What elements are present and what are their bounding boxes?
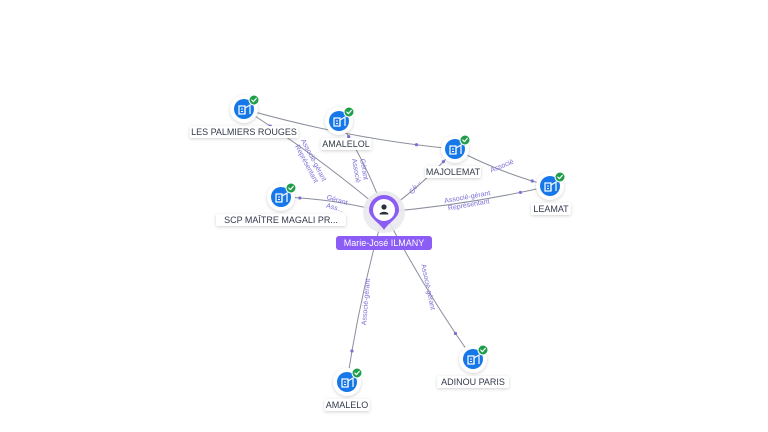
company-label-bg	[189, 126, 299, 138]
edge-label: Associé	[490, 159, 515, 175]
building-icon	[333, 115, 346, 127]
building-icon	[275, 191, 288, 203]
company-label-majolemat[interactable]: MAJOLEMAT	[425, 166, 481, 178]
edge-arrow-marker	[414, 143, 419, 147]
nodes-layer: LES PALMIERS ROUGES AMALELOL MAJOLEMAT LEAM…	[189, 94, 571, 411]
edge-label-group: Associé-gérant	[361, 278, 372, 325]
building-icon	[238, 103, 251, 115]
verified-check-icon	[343, 106, 355, 118]
verified-check-icon	[554, 171, 566, 183]
company-label-bg	[437, 376, 509, 388]
company-name: LES PALMIERS ROUGES	[191, 127, 297, 137]
company-name: MAJOLEMAT	[426, 167, 481, 177]
company-label-bg	[425, 166, 481, 178]
edge-label: Associé-gérant	[419, 264, 436, 311]
edge-arrow-marker	[518, 190, 522, 195]
verified-check-icon	[459, 134, 471, 146]
edge-label: Associé	[350, 158, 361, 183]
verified-check-icon	[351, 367, 363, 379]
edge-arrow-marker	[530, 179, 534, 183]
company-node-scp[interactable]	[267, 182, 297, 211]
company-node-leamat[interactable]	[536, 171, 566, 200]
person-node-center[interactable]	[363, 191, 405, 233]
edge-label-group: GérantAss...	[325, 194, 348, 215]
edge-label-group: Associé	[490, 159, 515, 175]
company-node-majolemat[interactable]	[441, 134, 471, 163]
verified-check-icon	[477, 344, 489, 356]
edge-label: Gé...	[409, 179, 423, 196]
building-icon	[467, 353, 480, 365]
edge-label-group: Gé...	[409, 179, 423, 196]
company-label-scp[interactable]: SCP MAÎTRE MAGALI PR...	[216, 214, 346, 226]
building-icon	[341, 376, 354, 388]
edge-arrow-marker	[350, 349, 354, 353]
company-label-palmiers[interactable]: LES PALMIERS ROUGES	[189, 126, 299, 138]
company-label-bg	[324, 399, 370, 411]
person-label[interactable]: Marie-José ILMANY	[336, 236, 432, 250]
verified-check-icon	[285, 182, 297, 194]
edge-label: Associé-gérant	[361, 278, 372, 325]
edge-label: Ass...	[325, 203, 344, 215]
company-label-leamat[interactable]: LEAMAT	[531, 203, 571, 215]
company-node-amalelo[interactable]	[333, 367, 363, 396]
company-label-bg	[320, 138, 372, 150]
edge-arrow-marker	[347, 134, 351, 139]
edge-arrow-marker	[453, 331, 458, 336]
company-node-adinou[interactable]	[459, 344, 489, 373]
company-name: ADINOU PARIS	[441, 377, 505, 387]
company-node-amalelol[interactable]	[325, 106, 355, 135]
company-label-amalelo[interactable]: AMALELO	[324, 399, 370, 411]
edge-label-group: Associé-gérant	[419, 264, 436, 311]
verified-check-icon	[248, 94, 260, 106]
person-icon	[379, 204, 389, 215]
company-label-amalelol[interactable]: AMALELOL	[320, 138, 372, 150]
company-name: LEAMAT	[533, 204, 569, 214]
company-name: SCP MAÎTRE MAGALI PR...	[224, 215, 338, 225]
company-name: AMALELO	[326, 400, 369, 410]
edge-palmiers-majolemat	[243, 108, 456, 150]
company-label-bg	[216, 214, 346, 226]
building-icon	[449, 143, 462, 155]
edge-label: Gérant	[358, 158, 369, 180]
building-icon	[544, 180, 557, 192]
company-label-adinou[interactable]: ADINOU PARIS	[437, 376, 509, 388]
company-label-bg	[531, 203, 571, 215]
edge-arrow-marker	[441, 160, 445, 164]
person-name: Marie-José ILMANY	[344, 238, 425, 248]
person-pin-inner	[373, 199, 395, 221]
company-name: AMALELOL	[322, 139, 370, 149]
edge-arrow-marker	[298, 196, 302, 200]
person-label-bg	[336, 236, 432, 250]
company-node-palmiers[interactable]	[230, 94, 260, 123]
